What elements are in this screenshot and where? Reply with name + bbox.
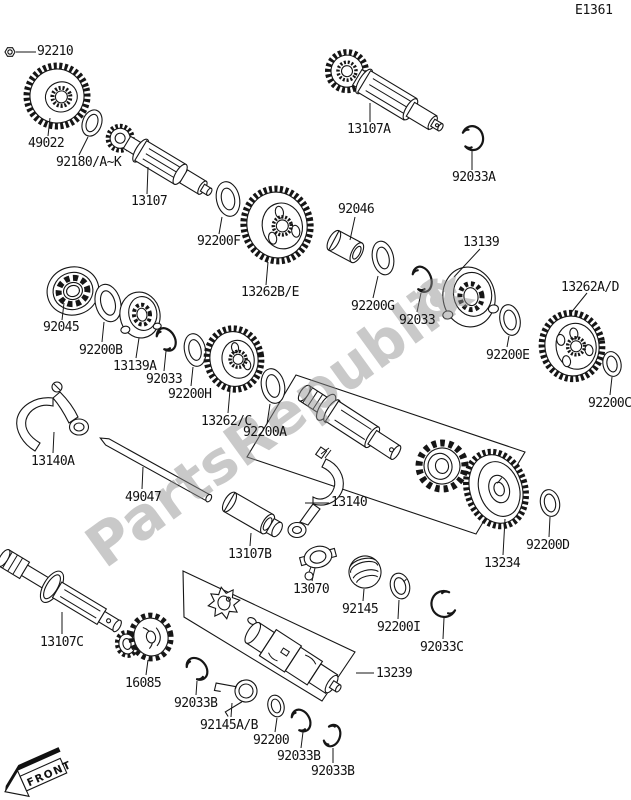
washer-92200b xyxy=(94,283,122,323)
part-label-92200b: 92200B xyxy=(79,343,123,358)
part-label-92145: 92145 xyxy=(342,602,379,617)
part-label-92200: 92200 xyxy=(253,733,290,748)
hub-13139 xyxy=(442,266,499,328)
part-label-13140a: 13140A xyxy=(31,454,75,469)
washer-92200h xyxy=(183,333,207,367)
part-label-92033b-1: 92033B xyxy=(174,696,218,711)
washer-92200-plain xyxy=(267,694,285,718)
part-label-92200c: 92200C xyxy=(588,396,631,411)
holder-13070-pin-link xyxy=(308,566,312,573)
shaft-13107 xyxy=(105,123,213,196)
washer-92200a xyxy=(260,368,286,404)
bearing-92045 xyxy=(46,266,100,316)
ring-92180 xyxy=(81,109,103,137)
part-label-92200h: 92200H xyxy=(168,387,212,402)
shaft-13107c xyxy=(0,548,122,633)
front-arrow-extrusion xyxy=(5,747,61,792)
part-label-92033-lower: 92033 xyxy=(146,372,183,387)
part-label-13107b: 13107B xyxy=(228,547,272,562)
bushing-13107b xyxy=(221,491,283,538)
gear-16085 xyxy=(128,612,174,662)
part-label-92200f: 92200F xyxy=(197,234,241,249)
washer-92200d xyxy=(539,489,561,517)
part-label-13239: 13239 xyxy=(376,666,413,681)
front-arrow: FRONT xyxy=(4,747,74,798)
part-label-13139a: 13139A xyxy=(113,359,157,374)
part-label-49022: 49022 xyxy=(28,136,65,151)
part-label-92200a: 92200A xyxy=(243,425,287,440)
front-arrow-body xyxy=(19,757,68,792)
part-label-13070: 13070 xyxy=(293,582,330,597)
bushing-92046 xyxy=(326,229,365,264)
assembly-box-13234 xyxy=(246,374,526,535)
sprocket-gear-13234 xyxy=(415,439,469,493)
shift-fork-13140 xyxy=(287,446,344,539)
shift-rod-49047 xyxy=(99,437,213,503)
gear-13262ad xyxy=(538,309,606,383)
gear-13262c xyxy=(203,325,265,393)
bevel-gear-49022 xyxy=(23,62,91,130)
part-label-92045: 92045 xyxy=(43,320,80,335)
washer-92200i xyxy=(389,572,411,600)
snap-ring-92033b-3 xyxy=(322,723,342,748)
snap-ring-92033b-2 xyxy=(290,708,312,733)
part-label-13107: 13107 xyxy=(131,194,168,209)
part-label-92046: 92046 xyxy=(338,202,375,217)
return-spring-92145ab xyxy=(213,679,258,717)
part-label-92180-ak: 92180/A~K xyxy=(56,155,122,170)
watermark-gear-icon xyxy=(415,278,459,322)
part-label-92200i: 92200I xyxy=(377,620,421,635)
final-gear-13234 xyxy=(463,448,529,530)
part-label-92210: 92210 xyxy=(37,44,74,59)
part-label-49047: 49047 xyxy=(125,490,162,505)
part-label-13262c: 13262/C xyxy=(201,414,252,429)
washer-92200g xyxy=(371,240,395,276)
shift-cam-star xyxy=(207,586,241,620)
part-label-92200d: 92200D xyxy=(526,538,570,553)
snap-ring-92033a xyxy=(461,125,485,152)
part-label-92033-upper: 92033 xyxy=(399,313,436,328)
part-label-16085: 16085 xyxy=(125,676,162,691)
assembly-box-13239 xyxy=(182,570,356,702)
shaft-13107a xyxy=(324,49,444,132)
snap-ring-92033-upper xyxy=(411,265,433,293)
leader-lines xyxy=(16,51,613,763)
holder-13070 xyxy=(298,545,338,569)
part-label-92200g: 92200G xyxy=(351,299,395,314)
washer-92200c xyxy=(602,351,622,377)
part-label-13262be: 13262B/E xyxy=(241,285,299,300)
bolt-92210 xyxy=(4,47,16,57)
washer-92200e xyxy=(499,304,521,336)
part-label-92033c: 92033C xyxy=(420,640,464,655)
washer-92200f xyxy=(215,181,241,217)
part-label-13107c: 13107C xyxy=(40,635,84,650)
gear-13262be xyxy=(240,185,314,265)
shift-fork-13140a xyxy=(16,381,90,452)
part-label-92033a: 92033A xyxy=(452,170,496,185)
part-label-92033b-2: 92033B xyxy=(277,749,321,764)
part-label-13140: 13140 xyxy=(331,495,368,510)
shift-drum-13239 xyxy=(244,621,342,695)
part-label-92145ab: 92145A/B xyxy=(200,718,258,733)
part-label-92200e: 92200E xyxy=(486,348,530,363)
holder-13070-pin xyxy=(304,571,314,581)
part-label-13234: 13234 xyxy=(484,556,521,571)
spring-92145 xyxy=(348,555,382,589)
part-label-92033b-3: 92033B xyxy=(311,764,355,779)
hub-13139a xyxy=(119,291,162,339)
output-shaft-13234 xyxy=(297,384,402,460)
part-label-13262ad: 13262A/D xyxy=(561,280,619,295)
snap-ring-92033b-1 xyxy=(185,656,209,681)
snap-ring-92033-lower xyxy=(155,327,177,352)
circlip-92033c xyxy=(430,589,457,619)
part-label-13139: 13139 xyxy=(463,235,500,250)
part-label-13107a: 13107A xyxy=(347,122,391,137)
diagram-code: E1361 xyxy=(575,3,613,18)
